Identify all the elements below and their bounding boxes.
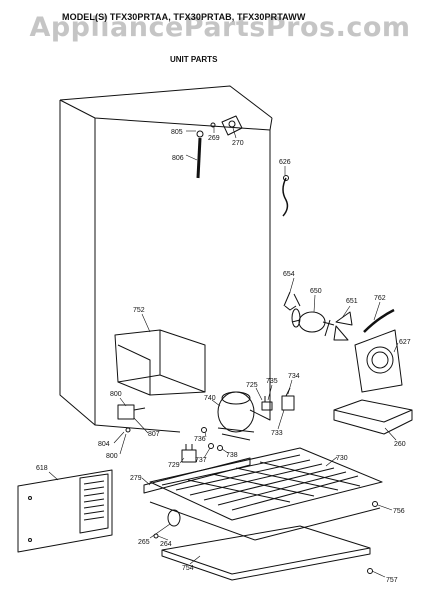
callout-265: 265 bbox=[138, 539, 150, 546]
callout-757: 757 bbox=[386, 577, 398, 584]
overload-735 bbox=[261, 396, 273, 411]
screws-756-757 bbox=[367, 501, 378, 574]
callout-800-lower: 800 bbox=[106, 453, 118, 460]
fan-blade-651 bbox=[324, 311, 353, 341]
callout-752: 752 bbox=[133, 307, 145, 314]
callout-260: 260 bbox=[394, 441, 406, 448]
callout-618: 618 bbox=[36, 465, 48, 472]
callout-735: 735 bbox=[266, 378, 278, 385]
callout-labels: 805 269 270 806 626 654 650 651 762 627 … bbox=[36, 129, 411, 584]
callout-736: 736 bbox=[194, 436, 206, 443]
callout-730: 730 bbox=[336, 455, 348, 462]
callout-270: 270 bbox=[232, 140, 244, 147]
callout-804: 804 bbox=[98, 441, 110, 448]
callout-269: 269 bbox=[208, 135, 220, 142]
watermark: AppliancePartsPros.com bbox=[29, 12, 411, 43]
defrost-timer-800 bbox=[117, 404, 146, 433]
callout-738: 738 bbox=[226, 452, 238, 459]
callout-627: 627 bbox=[399, 339, 411, 346]
fan-shroud-627 bbox=[354, 329, 403, 393]
callout-626: 626 bbox=[279, 159, 291, 166]
leader-lines bbox=[48, 127, 399, 578]
access-cover-618 bbox=[17, 469, 113, 553]
callout-756: 756 bbox=[393, 508, 405, 515]
callout-264: 264 bbox=[160, 541, 172, 548]
fitting-265-264 bbox=[153, 509, 181, 539]
fittings-269-270 bbox=[210, 115, 243, 136]
model-list-heading: MODEL(S) TFX30PRTAA, TFX30PRTAB, TFX30PR… bbox=[62, 12, 306, 22]
condenser-730 bbox=[149, 447, 383, 521]
callout-733: 733 bbox=[271, 430, 283, 437]
compressor-740 bbox=[217, 391, 255, 441]
callout-729: 729 bbox=[168, 462, 180, 469]
callout-725: 725 bbox=[246, 382, 258, 389]
callout-806: 806 bbox=[172, 155, 184, 162]
callout-800: 800 bbox=[110, 391, 122, 398]
callout-737: 737 bbox=[195, 457, 207, 464]
relay-734 bbox=[281, 387, 295, 411]
callout-651: 651 bbox=[346, 298, 358, 305]
callout-762: 762 bbox=[374, 295, 386, 302]
drain-pan-260 bbox=[333, 399, 413, 435]
fan-brackets-654 bbox=[283, 291, 301, 311]
callout-754: 754 bbox=[182, 565, 194, 572]
callout-734: 734 bbox=[288, 373, 300, 380]
capacitor-729 bbox=[181, 444, 197, 463]
harness-626 bbox=[282, 175, 289, 217]
callout-650: 650 bbox=[310, 288, 322, 295]
callout-740: 740 bbox=[204, 395, 216, 402]
base-rail-279 bbox=[143, 457, 381, 541]
callout-805: 805 bbox=[171, 129, 183, 136]
cabinet-outline bbox=[59, 85, 273, 433]
compartment-cover-752 bbox=[114, 329, 206, 396]
callout-279: 279 bbox=[130, 475, 142, 482]
callout-807: 807 bbox=[148, 431, 160, 438]
drip-tray-754 bbox=[161, 525, 371, 581]
gasket-762 bbox=[363, 308, 395, 333]
section-title: UNIT PARTS bbox=[170, 55, 218, 64]
drain-tube-806 bbox=[196, 130, 204, 179]
callout-654: 654 bbox=[283, 271, 295, 278]
grommets-736-737-738 bbox=[201, 427, 223, 451]
